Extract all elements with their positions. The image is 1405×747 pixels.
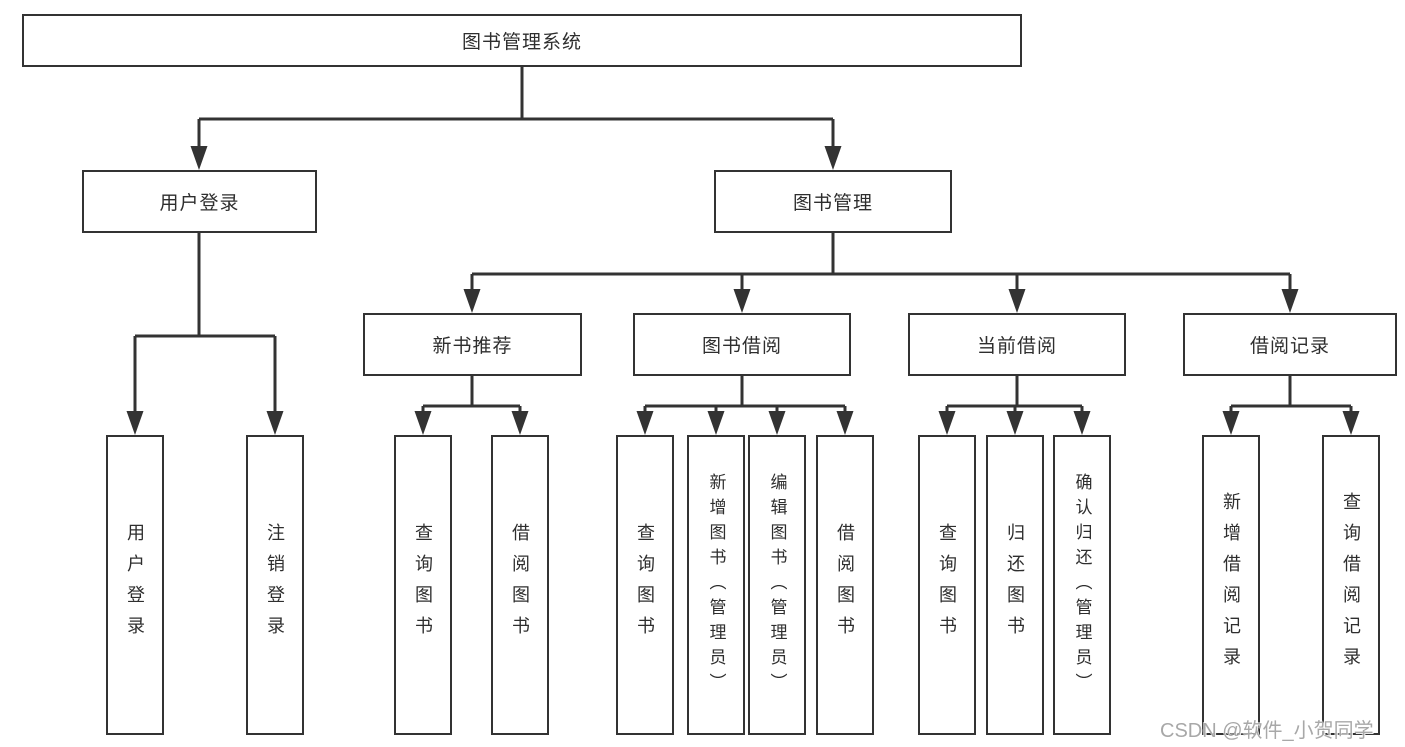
leaf-query-books-newbook: 查询图书: [394, 435, 452, 735]
leaf-add-books-admin-label: 新增图书（管理员）: [706, 472, 726, 698]
leaf-query-books-newbook-label: 查询图书: [413, 523, 433, 647]
node-user-login-branch: 用户登录: [82, 170, 317, 233]
leaf-user-login: 用户登录: [106, 435, 164, 735]
leaf-query-books-borrowing-label: 查询图书: [635, 523, 655, 647]
leaf-query-borrow-record-label: 查询借阅记录: [1341, 492, 1361, 678]
leaf-query-books-current: 查询图书: [918, 435, 976, 735]
leaf-edit-books-admin: 编辑图书（管理员）: [748, 435, 806, 735]
leaf-return-books-label: 归还图书: [1005, 523, 1025, 647]
leaf-add-borrow-record-label: 新增借阅记录: [1221, 492, 1241, 678]
node-new-book-recommend: 新书推荐: [363, 313, 582, 376]
leaf-logout-label: 注销登录: [265, 523, 285, 647]
leaf-logout: 注销登录: [246, 435, 304, 735]
leaf-edit-books-admin-label: 编辑图书（管理员）: [767, 472, 787, 698]
leaf-query-borrow-record: 查询借阅记录: [1322, 435, 1380, 735]
leaf-user-login-label: 用户登录: [125, 523, 145, 647]
leaf-borrow-books-newbook-label: 借阅图书: [510, 523, 530, 647]
leaf-return-books: 归还图书: [986, 435, 1044, 735]
leaf-borrow-books-borrowing-label: 借阅图书: [835, 523, 855, 647]
node-book-borrowing: 图书借阅: [633, 313, 851, 376]
leaf-confirm-return-admin: 确认归还（管理员）: [1053, 435, 1111, 735]
leaf-add-books-admin: 新增图书（管理员）: [687, 435, 745, 735]
node-book-management: 图书管理: [714, 170, 952, 233]
leaf-query-books-current-label: 查询图书: [937, 523, 957, 647]
leaf-borrow-books-newbook: 借阅图书: [491, 435, 549, 735]
watermark-csdn: CSDN @软件_小贺同学: [1160, 720, 1374, 742]
node-library-system: 图书管理系统: [22, 14, 1022, 67]
node-current-borrowing: 当前借阅: [908, 313, 1126, 376]
arrowheads: [126, 146, 1360, 435]
leaf-add-borrow-record: 新增借阅记录: [1202, 435, 1260, 735]
leaf-query-books-borrowing: 查询图书: [616, 435, 674, 735]
node-borrow-records: 借阅记录: [1183, 313, 1397, 376]
leaf-borrow-books-borrowing: 借阅图书: [816, 435, 874, 735]
leaf-confirm-return-admin-label: 确认归还（管理员）: [1072, 472, 1092, 698]
